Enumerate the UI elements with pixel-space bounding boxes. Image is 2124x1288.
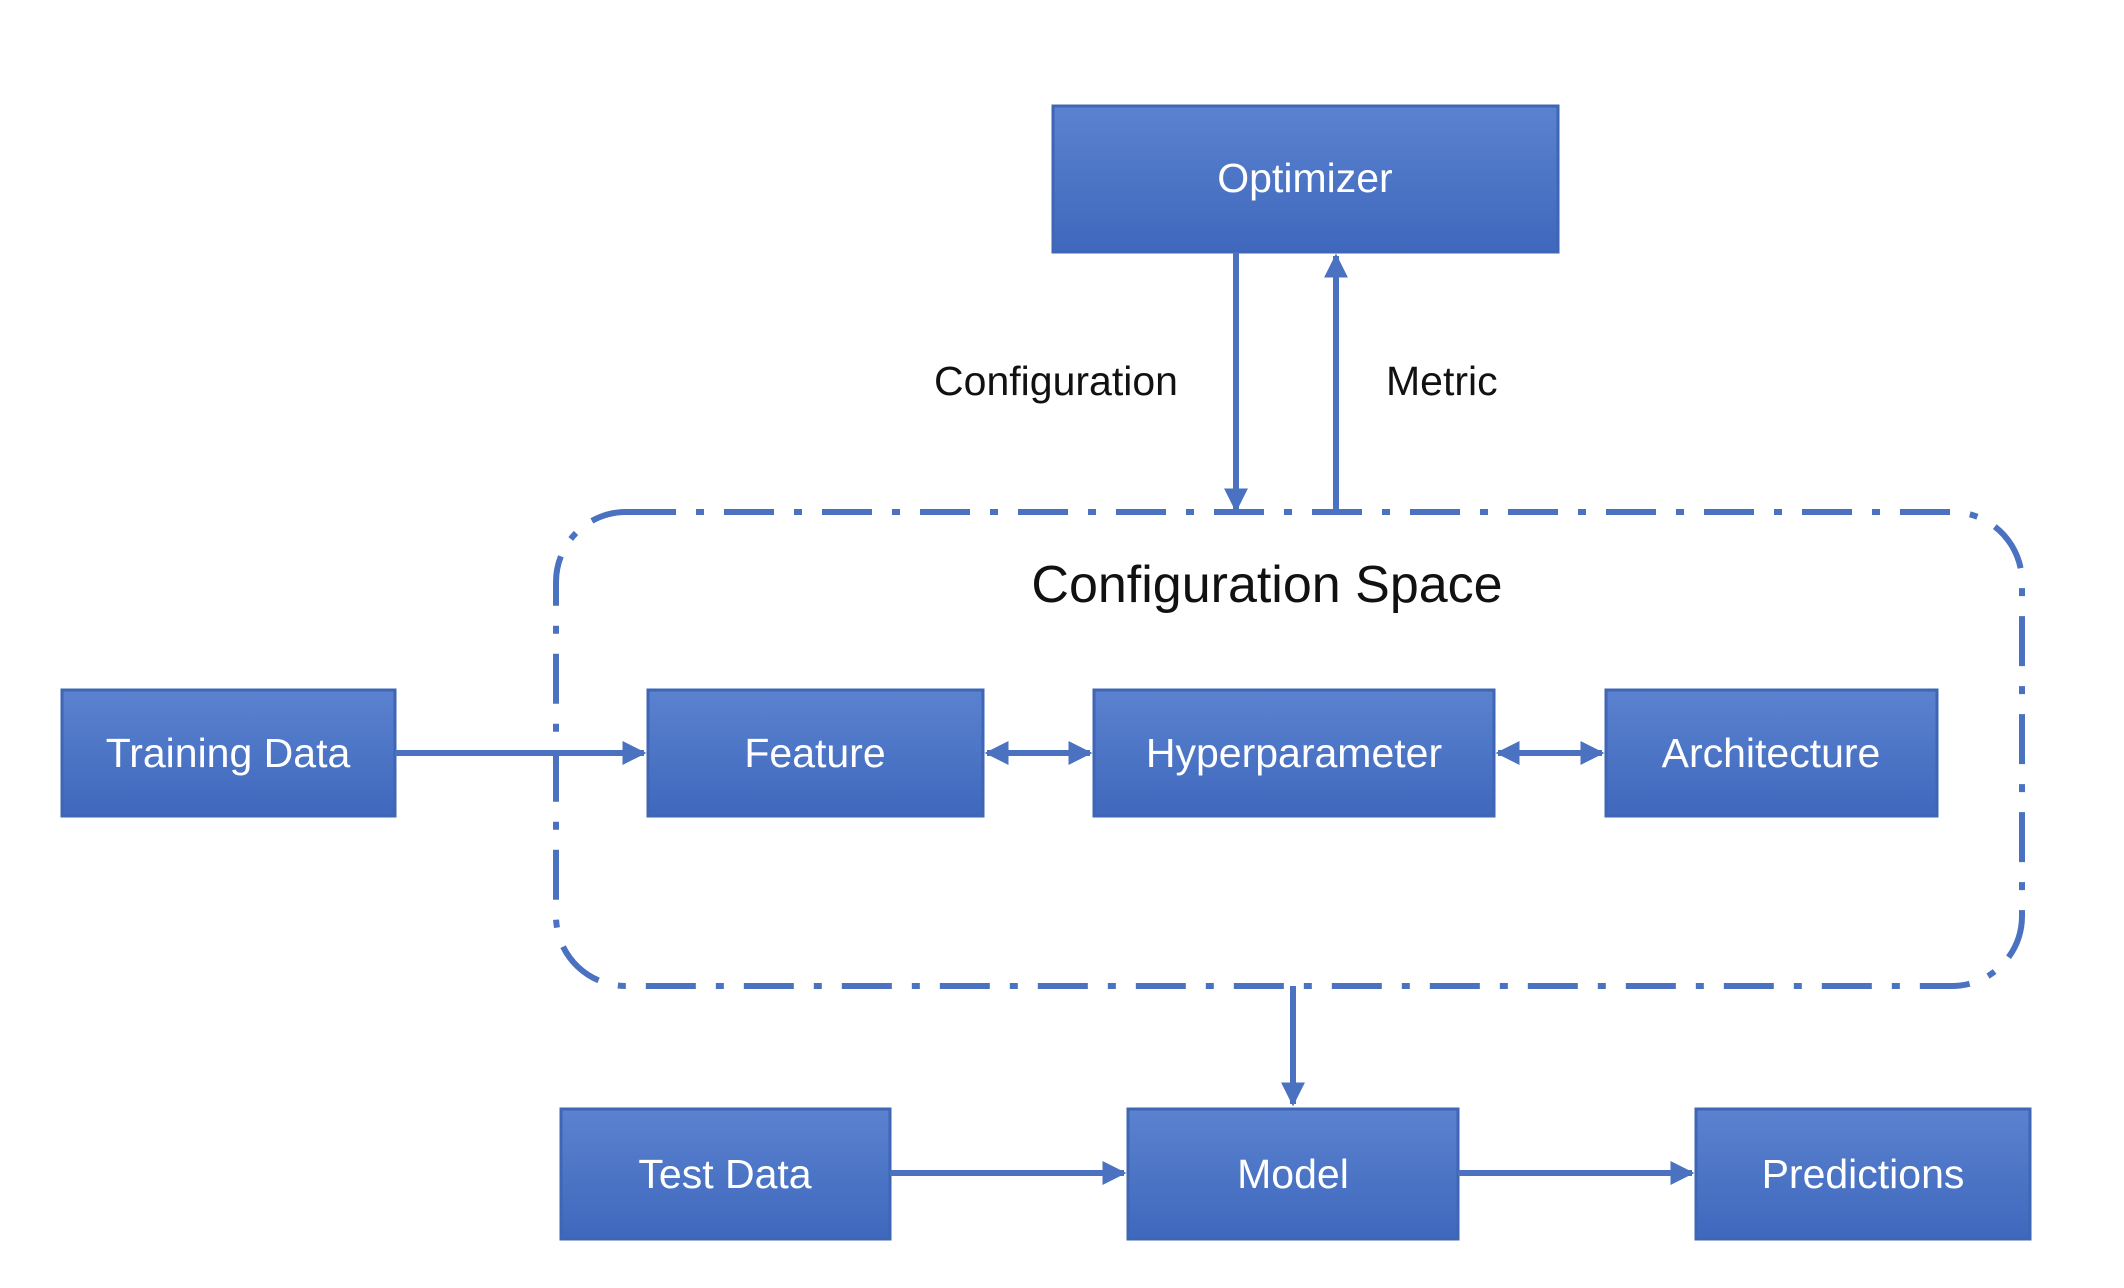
metric-edge-label: Metric (1386, 358, 1498, 404)
optimizer-node: Optimizer (1051, 104, 1560, 254)
test-data-label: Test Data (638, 1151, 811, 1197)
model-label: Model (1237, 1151, 1349, 1197)
hyperparameter-label: Hyperparameter (1146, 730, 1442, 776)
training-data-node: Training Data (60, 688, 397, 818)
predictions-label: Predictions (1762, 1151, 1965, 1197)
feature-node: Feature (646, 688, 985, 818)
model-node: Model (1126, 1107, 1460, 1241)
hyperparameter-node: Hyperparameter (1092, 688, 1496, 818)
architecture-label: Architecture (1662, 730, 1881, 776)
predictions-node: Predictions (1694, 1107, 2032, 1241)
test-data-node: Test Data (559, 1107, 892, 1241)
configuration-space-title: Configuration Space (1031, 556, 1502, 614)
training-data-label: Training Data (106, 730, 351, 776)
architecture-node: Architecture (1604, 688, 1939, 818)
configuration-space-region (553, 509, 2025, 989)
optimizer-label: Optimizer (1217, 155, 1392, 201)
configuration-edge-label: Configuration (934, 358, 1178, 404)
feature-label: Feature (744, 730, 885, 776)
